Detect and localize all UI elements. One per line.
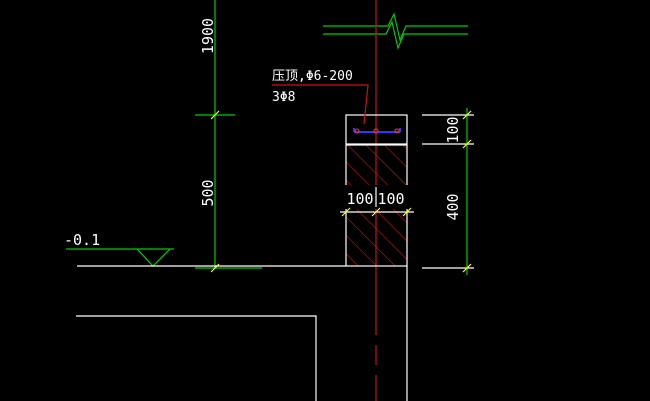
rebar-dot-mid <box>373 128 379 134</box>
dim-ticks-left <box>210 110 220 273</box>
vertical-dimension-right <box>422 108 474 275</box>
wall-outline <box>76 265 408 401</box>
elevation-label: -0.1 <box>64 231 100 249</box>
wall-hatch <box>339 144 416 267</box>
dim-ticks-right <box>462 110 472 273</box>
rebar-dot-right <box>394 128 400 134</box>
dim-1900-label: 1900 <box>199 18 217 54</box>
dim-400-label: 400 <box>444 193 462 220</box>
rebar-spec-bottom: 3Φ8 <box>272 90 295 105</box>
rebar-leader <box>272 84 369 125</box>
break-line <box>323 12 468 50</box>
elevation-marker <box>66 248 174 267</box>
dim-500-label: 500 <box>199 179 217 206</box>
horizontal-dimension <box>340 207 414 217</box>
rebar-dot-left <box>354 128 360 134</box>
coping-section <box>345 114 408 145</box>
dim-100-right-label: 100 <box>377 190 404 208</box>
dim-100-top-label: 100 <box>444 116 462 143</box>
rebar-spec-top: 压顶,Φ6-200 <box>272 69 353 84</box>
dim-100-left-label: 100 <box>346 190 373 208</box>
